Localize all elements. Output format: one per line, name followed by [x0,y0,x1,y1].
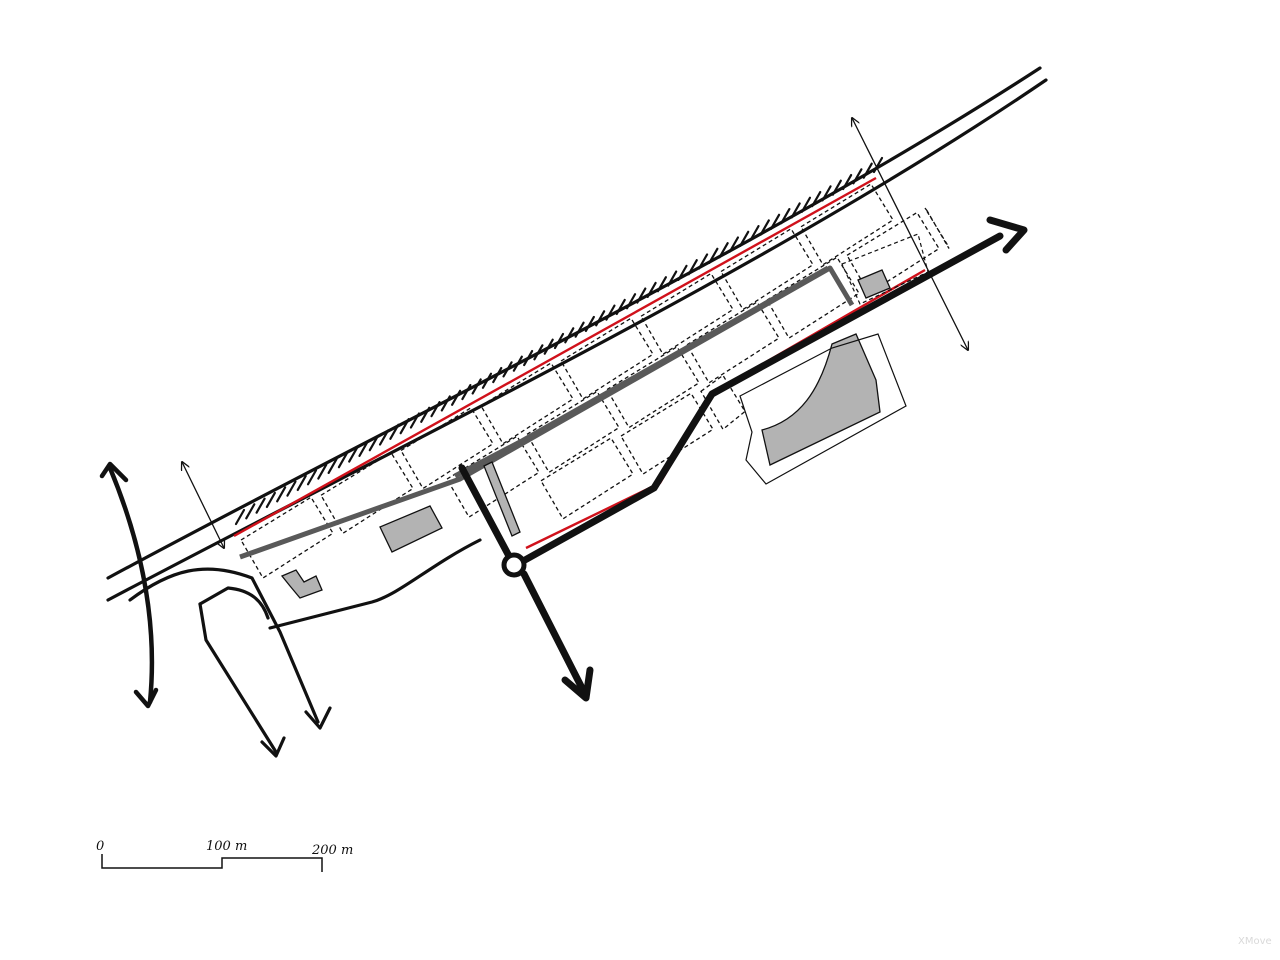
hatch-mark [656,276,668,293]
internal-gray-road [239,265,855,560]
hatched-buffer-strip [234,156,884,526]
hatch-mark [605,304,616,321]
hatch-mark [533,344,544,361]
hatch-mark [780,207,791,225]
hatch-mark [769,213,781,230]
hatch-mark [646,281,657,299]
hatch-mark [595,310,606,327]
hatch-mark [749,225,760,242]
hatch-mark [481,372,493,389]
hatch-mark [512,355,523,372]
hatch-mark [739,230,750,247]
building-small-east [857,269,891,299]
hatch-mark [677,264,688,281]
hatch-mark [265,491,276,509]
hatch-mark [430,401,441,418]
hatch-mark [718,242,729,259]
hatch-mark [327,457,338,475]
scale-label-0: 0 [96,839,104,854]
hatch-mark [636,287,647,304]
hatch-mark [708,247,719,264]
hatch-mark [276,486,287,503]
scale-label-100m: 100 m [206,839,247,854]
hatch-mark [615,298,626,316]
hatch-mark [831,179,842,196]
hatch-mark [790,202,801,219]
watermark: XMove [1238,936,1272,947]
hatch-mark [553,332,565,350]
hatch-mark [471,378,482,395]
hatch-mark [378,429,390,446]
scale-label-200m: 200 m [311,843,353,858]
hatch-mark [564,327,575,344]
hatch-mark [728,236,740,253]
hatch-mark [811,190,822,208]
plot-block [560,317,654,400]
hatch-mark [420,406,431,423]
hatch-mark [255,497,266,514]
hatch-mark [399,418,410,435]
left-vertical-arrow [99,461,159,709]
main-road [458,216,1028,702]
scale-bar: 0 100 m 200 m [96,839,353,872]
hatch-mark [759,219,770,236]
hatch-mark [842,173,853,191]
red-boundary-lines [233,176,926,550]
building-irregular-west [280,569,323,599]
buildings [280,269,891,599]
plot-block [240,496,334,579]
hatch-mark [502,361,513,378]
hatch-mark [296,474,307,492]
hatch-mark [286,480,297,497]
hatch-mark [234,508,246,526]
hatch-mark [358,440,369,457]
hatch-mark [523,349,534,367]
hatch-mark [584,315,595,333]
hatch-mark [821,185,832,202]
hatch-mark [687,259,698,276]
east-parcel-outlines [739,233,929,485]
hatch-mark [409,412,421,429]
hatch-mark [697,253,709,270]
plot-block [700,374,746,431]
hatch-mark [245,503,256,520]
hatch-mark [450,389,462,406]
plot-block [924,207,950,249]
hatch-mark [306,469,318,486]
building-rect-west [379,505,443,553]
hatch-mark [492,366,503,384]
hatch-mark [317,463,328,480]
hatch-mark [667,270,678,287]
hatch-mark [625,293,637,310]
left-road-network [128,538,482,758]
hatch-mark [574,321,585,338]
hatch-mark [368,435,379,452]
hatch-mark [543,338,554,355]
building-curved-east [761,333,881,466]
hatch-mark [800,196,812,213]
hatch-mark [389,423,400,440]
hatch-mark [337,452,349,469]
hatch-mark [440,395,451,412]
hatch-mark [461,383,472,401]
thin-section-arrows [182,118,968,548]
building-strip [483,461,521,537]
hatch-mark [348,446,359,463]
